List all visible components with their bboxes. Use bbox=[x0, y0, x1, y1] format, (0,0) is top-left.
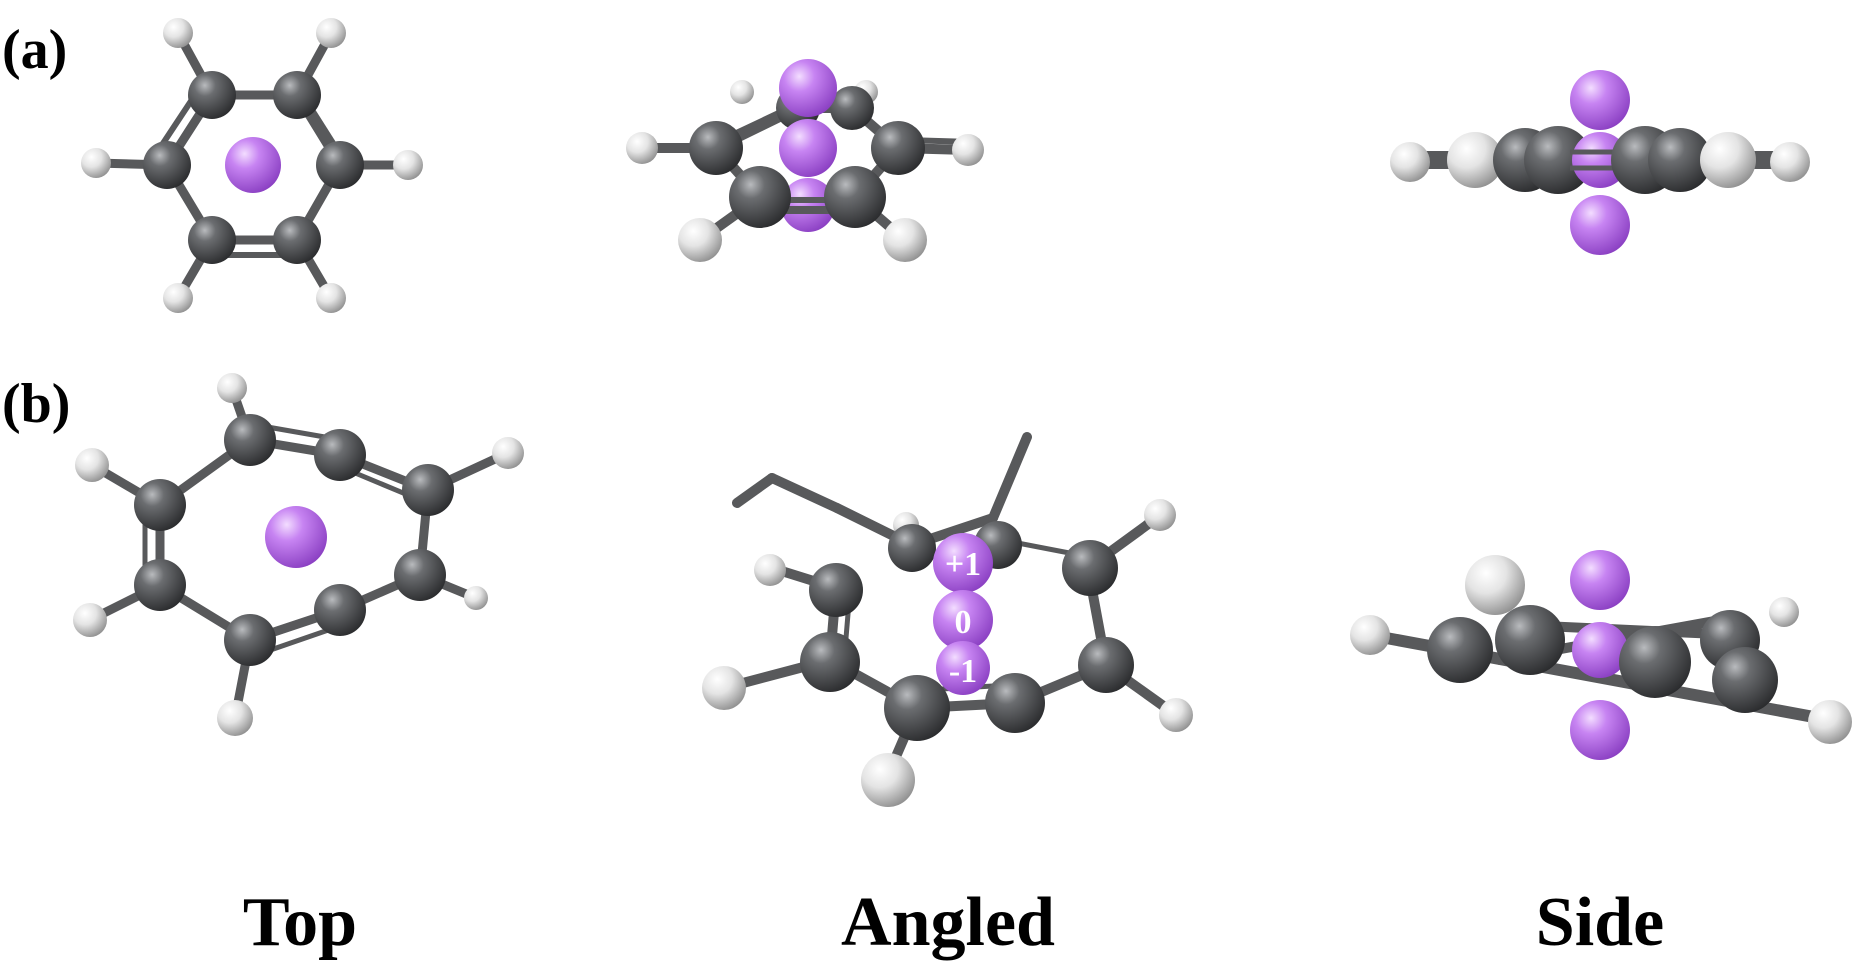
panel-a: (a) bbox=[2, 18, 1810, 313]
probe-atom bbox=[933, 533, 993, 593]
probe-atom bbox=[265, 506, 327, 568]
carbon-atom bbox=[1619, 626, 1691, 698]
hydrogen-atom bbox=[1144, 499, 1176, 531]
carbon-atom bbox=[143, 141, 191, 189]
carbon-atom bbox=[830, 86, 874, 130]
carbon-atom bbox=[134, 559, 186, 611]
hydrogen-atom bbox=[464, 586, 488, 610]
panel-a-label: (a) bbox=[2, 19, 67, 81]
panel-b: (b) bbox=[2, 373, 1852, 807]
hydrogen-atom bbox=[861, 753, 915, 807]
carbon-atom bbox=[884, 675, 950, 741]
view-label-side: Side bbox=[1536, 884, 1664, 961]
probe-atom bbox=[1570, 700, 1630, 760]
panel-b-angled-molecule: +1 0 -1 bbox=[702, 432, 1193, 807]
hydrogen-atom bbox=[75, 448, 109, 482]
hydrogen-atom bbox=[217, 700, 253, 736]
hydrogen-atom bbox=[393, 150, 423, 180]
probe-atom bbox=[225, 137, 281, 193]
probe-atom bbox=[1570, 550, 1630, 610]
carbon-atom bbox=[1427, 617, 1493, 683]
hydrogen-atom bbox=[163, 18, 193, 48]
view-label-top: Top bbox=[243, 884, 357, 961]
carbon-atom bbox=[316, 141, 364, 189]
probe-atom bbox=[779, 59, 837, 117]
carbon-atom bbox=[689, 121, 743, 175]
probe-atom bbox=[1570, 70, 1630, 130]
hydrogen-atom bbox=[702, 666, 746, 710]
hydrogen-atom bbox=[626, 132, 658, 164]
hydrogen-atom bbox=[492, 437, 524, 469]
carbon-atom bbox=[224, 614, 276, 666]
hydrogen-atom bbox=[1390, 142, 1430, 182]
panel-b-side-molecule bbox=[1350, 550, 1852, 760]
carbon-atom bbox=[1062, 540, 1118, 596]
carbon-atom bbox=[314, 429, 366, 481]
carbon-atom bbox=[188, 216, 236, 264]
panel-b-label: (b) bbox=[2, 373, 70, 435]
hydrogen-atom bbox=[1770, 142, 1810, 182]
probe-label-plus-one: +1 bbox=[945, 546, 981, 583]
hydrogen-atom bbox=[1465, 555, 1525, 615]
carbon-atom bbox=[1524, 126, 1592, 194]
probe-atom bbox=[779, 119, 837, 177]
hydrogen-atom bbox=[163, 283, 193, 313]
carbon-atom bbox=[188, 71, 236, 119]
view-label-angled: Angled bbox=[841, 884, 1055, 961]
carbon-atom bbox=[134, 479, 186, 531]
panel-b-top-molecule bbox=[73, 373, 524, 736]
hydrogen-atom bbox=[883, 218, 927, 262]
hydrogen-atom bbox=[730, 80, 754, 104]
hydrogen-atom bbox=[217, 373, 247, 403]
hydrogen-atom bbox=[1447, 132, 1503, 188]
hydrogen-atom bbox=[316, 283, 346, 313]
carbon-atom bbox=[809, 563, 863, 617]
hydrogen-atom bbox=[1350, 615, 1390, 655]
carbon-atom bbox=[1712, 647, 1778, 713]
probe-atom bbox=[1572, 622, 1628, 678]
hydrogen-atom bbox=[754, 554, 786, 586]
carbon-atom bbox=[224, 414, 276, 466]
probe-label-minus-one: -1 bbox=[949, 653, 977, 690]
hydrogen-atom bbox=[1769, 597, 1799, 627]
panel-a-angled-molecule bbox=[626, 59, 984, 262]
panel-a-side-molecule bbox=[1390, 70, 1810, 255]
probe-atom bbox=[781, 178, 835, 232]
probe-atom bbox=[933, 590, 993, 650]
hydrogen-atom bbox=[81, 148, 111, 178]
carbon-atom bbox=[800, 632, 860, 692]
hydrogen-atom bbox=[678, 218, 722, 262]
probe-atom bbox=[1572, 132, 1628, 188]
carbon-atom bbox=[394, 549, 446, 601]
hydrogen-atom bbox=[1700, 132, 1756, 188]
carbon-atom bbox=[985, 673, 1045, 733]
carbon-atom bbox=[729, 166, 791, 228]
carbon-atom bbox=[314, 584, 366, 636]
carbon-atom bbox=[273, 71, 321, 119]
carbon-atom bbox=[402, 464, 454, 516]
carbon-atom bbox=[871, 121, 925, 175]
carbon-atom bbox=[824, 166, 886, 228]
hydrogen-atom bbox=[73, 603, 107, 637]
hydrogen-atom bbox=[316, 18, 346, 48]
probe-atom bbox=[1570, 195, 1630, 255]
carbon-atom bbox=[888, 524, 936, 572]
hydrogen-atom bbox=[1159, 698, 1193, 732]
hydrogen-atom bbox=[1808, 700, 1852, 744]
hydrogen-atom bbox=[952, 134, 984, 166]
carbon-atom bbox=[1648, 128, 1712, 192]
panel-a-top-molecule bbox=[81, 18, 423, 313]
probe-atom bbox=[936, 641, 990, 695]
carbon-atom bbox=[1495, 605, 1565, 675]
probe-label-zero: 0 bbox=[955, 604, 972, 641]
carbon-atom bbox=[273, 216, 321, 264]
carbon-atom bbox=[1078, 637, 1134, 693]
